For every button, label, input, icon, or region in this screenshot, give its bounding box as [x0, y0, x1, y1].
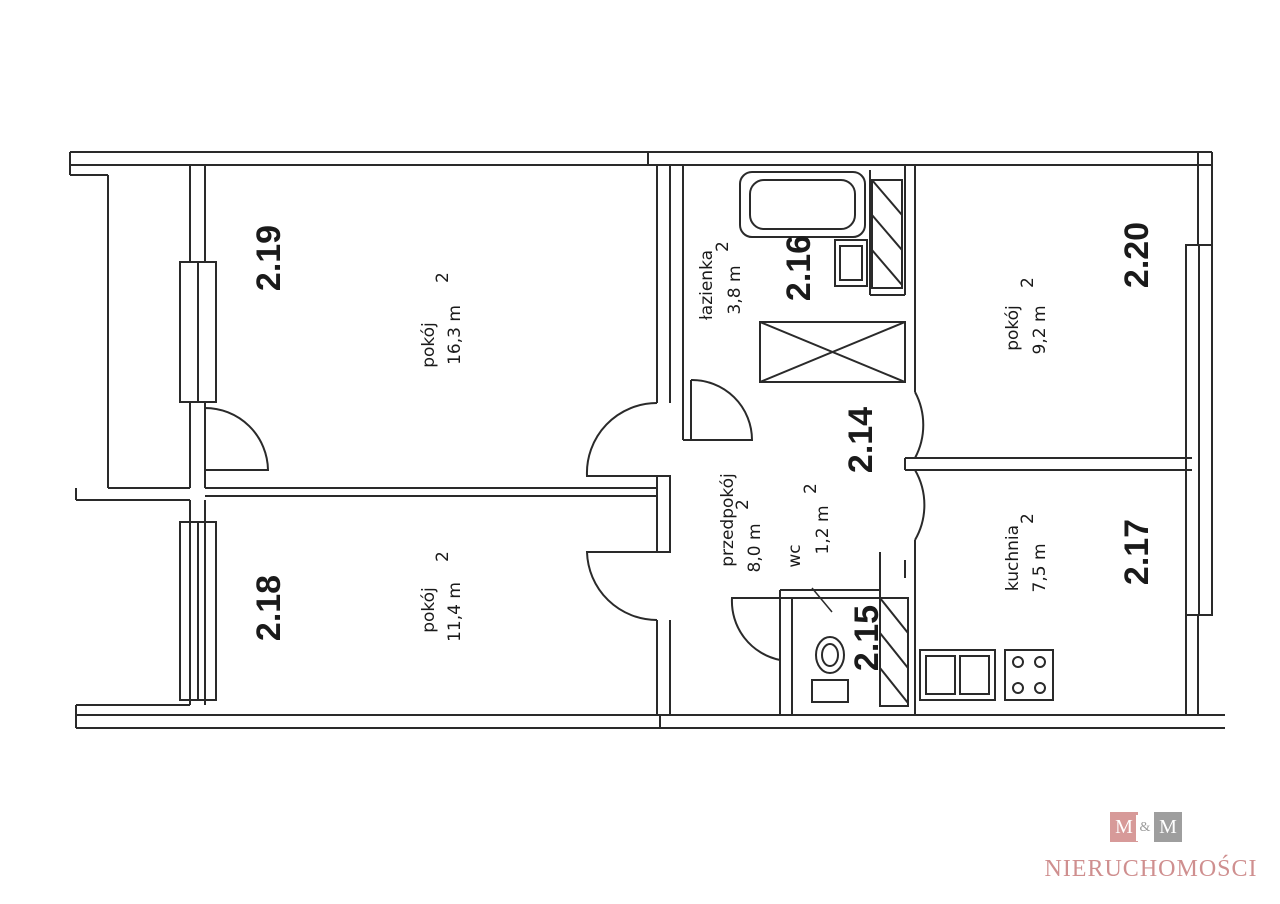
kitchen-wall [904, 457, 1192, 715]
svg-text:kuchnia: kuchnia [1003, 525, 1023, 591]
room-2-20: 2.20 pokój 9,2 m 2 [1003, 222, 1156, 355]
logo-letter-m-right: M [1154, 812, 1182, 842]
door-swing [585, 551, 658, 621]
svg-text:wc: wc [785, 544, 805, 567]
svg-text:2: 2 [801, 483, 821, 494]
svg-text:9,2 m: 9,2 m [1030, 306, 1050, 355]
wc-shaft [879, 597, 909, 707]
balcony [70, 174, 190, 706]
svg-text:2: 2 [733, 499, 753, 510]
door-swing [914, 391, 925, 459]
svg-text:1,2 m: 1,2 m [813, 506, 833, 555]
bathroom-sink [834, 239, 868, 287]
svg-text:2: 2 [433, 272, 453, 283]
partition-wall [205, 487, 657, 497]
logo-text: NIERUCHOMOŚCI [1044, 856, 1258, 882]
svg-text:przedpokój: przedpokój [718, 473, 738, 567]
bathroom-shaft [871, 179, 903, 289]
ventilation-duct [759, 321, 906, 383]
company-logo: M & M NIERUCHOMOŚCI [1040, 812, 1262, 886]
svg-text:16,3 m: 16,3 m [445, 305, 465, 365]
svg-text:2.16: 2.16 [780, 235, 818, 301]
room-2-15: 2.15 wc 1,2 m 2 [785, 483, 886, 671]
svg-text:7,5 m: 7,5 m [1030, 544, 1050, 593]
bathtub [739, 171, 866, 238]
logo-ampersand: & [1136, 815, 1154, 841]
svg-text:2.14: 2.14 [842, 407, 880, 473]
room-2-14: 2.14 przedpokój 8,0 m 2 [718, 407, 880, 573]
outer-walls [69, 151, 1225, 729]
door-swing [585, 401, 658, 477]
svg-text:pokój: pokój [1003, 305, 1023, 351]
svg-text:2: 2 [713, 241, 733, 252]
right-windows [1185, 244, 1213, 616]
svg-text:pokój: pokój [419, 587, 439, 633]
door-swing [204, 407, 270, 471]
door-swing [730, 597, 792, 661]
stove [1004, 649, 1054, 701]
svg-text:3,8 m: 3,8 m [725, 266, 745, 315]
room-2-16: 2.16 łazienka 3,8 m 2 [697, 235, 818, 320]
svg-text:8,0 m: 8,0 m [745, 524, 765, 573]
wc-walls [779, 552, 881, 715]
room-2-17: 2.17 kuchnia 7,5 m 2 [1003, 513, 1156, 592]
svg-text:2: 2 [1018, 277, 1038, 288]
logo-letter-m-left: M [1110, 812, 1138, 842]
svg-text:2.18: 2.18 [250, 575, 288, 641]
svg-text:2.15: 2.15 [848, 605, 886, 671]
room-2-18: 2.18 pokój 11,4 m 2 [250, 551, 465, 642]
svg-text:2.19: 2.19 [250, 225, 288, 291]
svg-text:2: 2 [433, 551, 453, 562]
toilet [811, 636, 849, 703]
svg-text:11,4 m: 11,4 m [445, 582, 465, 642]
bathroom-walls [682, 164, 916, 441]
central-wall [647, 152, 671, 728]
svg-text:łazienka: łazienka [697, 250, 717, 320]
door-swing [690, 378, 754, 441]
svg-text:2: 2 [1018, 513, 1038, 524]
svg-text:pokój: pokój [419, 322, 439, 368]
room-2-19: 2.19 pokój 16,3 m 2 [250, 225, 465, 368]
left-wall [179, 165, 217, 705]
svg-text:2.20: 2.20 [1118, 222, 1156, 288]
door-swing [914, 469, 926, 541]
kitchen-sink [919, 649, 996, 701]
svg-text:2.17: 2.17 [1118, 519, 1156, 585]
